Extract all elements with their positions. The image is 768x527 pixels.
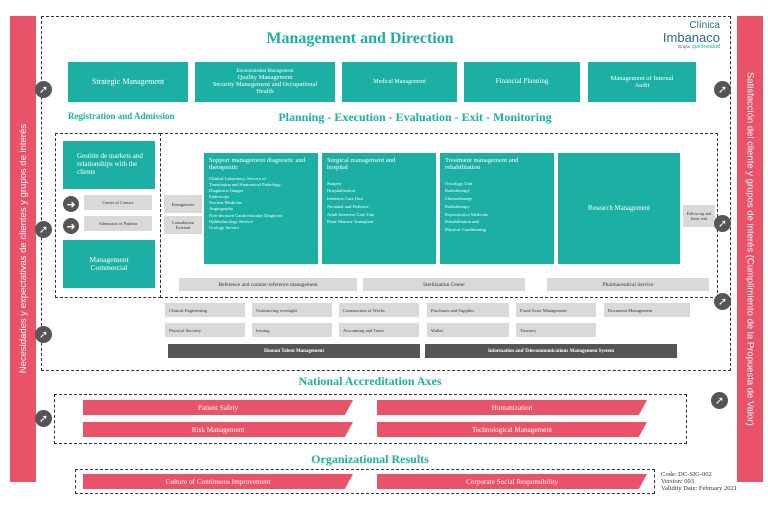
list-item: Clinical Laboratory, Service of (209, 175, 266, 181)
document-management-box: Document Management (604, 303, 690, 317)
curved-arrow-icon: ➚ (714, 215, 731, 232)
list-item: Transfusion and Anatomical Pathology (209, 181, 281, 187)
social-responsibility-box: Corporate Social Responsibility (377, 474, 647, 489)
strategic-management-box: Strategic Management (68, 62, 188, 102)
registration-title: Registration and Admission (68, 111, 175, 121)
fixed-asset-box: Fixed Asset Management (516, 303, 596, 317)
financial-planning-box: Financial Planning (464, 62, 580, 102)
list-item: Chemotherapy (445, 196, 473, 202)
human-talent-box: Human Talent Management (168, 344, 420, 358)
curved-arrow-icon: ➚ (35, 81, 52, 98)
results-frame (75, 469, 655, 494)
purchases-box: Purchases and Supplies (427, 303, 509, 317)
list-item: Angiography (209, 206, 234, 212)
list-item: Intensive Care Unit (327, 196, 363, 202)
support-title: Support management diagnostic and therap… (209, 157, 306, 172)
curved-arrow-icon: ➜ (63, 196, 79, 212)
logo-line4: quirónsalud (691, 44, 720, 50)
results-title: Organizational Results (311, 452, 429, 466)
outer-frame (41, 16, 731, 371)
list-item: Neonatal and Pediatric (327, 203, 369, 209)
list-item: Bone Marrow Transplant (327, 219, 374, 225)
list-item: Physical Conditioning (445, 227, 486, 233)
list-item: Urology Service (209, 225, 240, 230)
curved-arrow-icon: ➜ (63, 218, 79, 234)
doc-info: Code: DC-SIG-002 Version: 003 Validity D… (661, 471, 761, 492)
clinical-engineering-box: Clinical Engineering (165, 303, 245, 317)
treatment-title: Treatment management and rehabilitation (445, 157, 519, 172)
treasury-box: Treasury (516, 323, 596, 337)
research-management-box: Research Management (558, 153, 680, 264)
curved-arrow-icon: ➚ (711, 392, 728, 409)
list-item: Rehabilitation and (445, 219, 479, 225)
list-item: Reproductive Medicine (445, 211, 489, 217)
outsourcing-box: Outsourcing oversight (252, 303, 332, 317)
doc-version: Version: 003 (661, 477, 695, 485)
list-item: Radiotherapy (445, 188, 470, 194)
list-item: Nuclear Medicine (209, 200, 243, 206)
logo-line3: Grupo (677, 44, 691, 49)
medical-management-box: Medical Management (342, 62, 457, 102)
doc-code: Code: DC-SIG-002 (661, 471, 712, 478)
physical-security-box: Physical Security (165, 323, 245, 337)
accounting-box: Accounting and Taxes (339, 323, 419, 337)
list-item: Adult Intensive Care Unit (327, 211, 375, 217)
treatment-management-box: Treatment management and rehabilitation … (440, 153, 554, 264)
accreditation-title: National Accreditation Axes (298, 374, 442, 388)
admission-box: Admission of Patients (84, 216, 152, 231)
list-item: Oncology Unit (445, 180, 473, 186)
left-side-text: Necesidades y expectativas de clientes y… (17, 124, 29, 374)
humanization-box: Humanization (377, 400, 647, 415)
list-item: Ophthalmology Service (209, 218, 253, 224)
continuous-improvement-box: Culture of Continuous Improvement (83, 474, 353, 489)
logo: Clínica Imbanaco Grupo quirónsalud (640, 20, 720, 60)
patient-safety-box: Patient Safety (83, 400, 353, 415)
main-title: Management and Direction (266, 30, 454, 47)
curved-arrow-icon: ➚ (35, 326, 52, 343)
list-item: Endoscopy (209, 194, 230, 200)
curved-arrow-icon: ➚ (35, 410, 52, 427)
list-item: Diagnostic Images (209, 187, 244, 193)
internal-audit-box: Management of Internal Audit (588, 62, 696, 102)
construction-box: Construction of Works (339, 303, 419, 317)
technological-management-box: Technological Management (377, 422, 647, 437)
ironing-box: Ironing (252, 323, 332, 337)
left-side-bar: Necesidades y expectativas de clientes y… (10, 16, 36, 482)
list-item: Radiotherapy (445, 203, 470, 209)
reference-management-box: Reference and counter-reference manageme… (179, 278, 357, 291)
list-item: Non-Invasive Cardiovascular Diagnosis (209, 212, 283, 218)
curved-arrow-icon: ➚ (714, 81, 731, 98)
logo-line2: Imbanaco (662, 30, 720, 45)
wallet-box: Wallet (427, 323, 509, 337)
markets-box: Gestión de markets and relationships wit… (63, 141, 155, 189)
right-side-text: Satisfacción del cliente y grupos de int… (744, 72, 756, 426)
accreditation-frame (54, 394, 687, 444)
curved-arrow-icon: ➚ (35, 221, 52, 238)
consultation-box: Consultation External (164, 216, 202, 234)
sterilization-box: Sterilization Center (363, 278, 525, 291)
curved-arrow-icon: ➚ (714, 293, 731, 310)
logo-line1: Clínica (689, 20, 720, 31)
surgical-management-box: Surgical management and hospital Surgery… (322, 153, 436, 264)
contact-center-box: Center of Contact (84, 195, 152, 210)
quality-management-box: Environmental Management Quality Managem… (195, 62, 335, 102)
list-item: Hospitalization (327, 188, 356, 194)
support-management-box: Support management diagnostic and therap… (204, 153, 318, 264)
information-system-box: Information and Telecommunications Manag… (425, 344, 677, 358)
commercial-box: Management Commercial (63, 240, 155, 288)
doc-validity: Validity Date: February 2021 (661, 484, 737, 492)
pharmaceutical-box: Pharmaceutical Service (547, 278, 709, 291)
risk-management-box: Risk Management (83, 422, 353, 437)
emergencies-box: Emergencies (164, 195, 202, 213)
list-item: Surgery (327, 180, 342, 186)
followup-box: Follow-up and Jesús visit (683, 205, 715, 227)
right-side-bar: Satisfacción del cliente y grupos de int… (737, 16, 763, 482)
surgical-title: Surgical management and hospital (327, 157, 396, 172)
planning-title: Planning - Execution - Evaluation - Exit… (278, 110, 552, 124)
